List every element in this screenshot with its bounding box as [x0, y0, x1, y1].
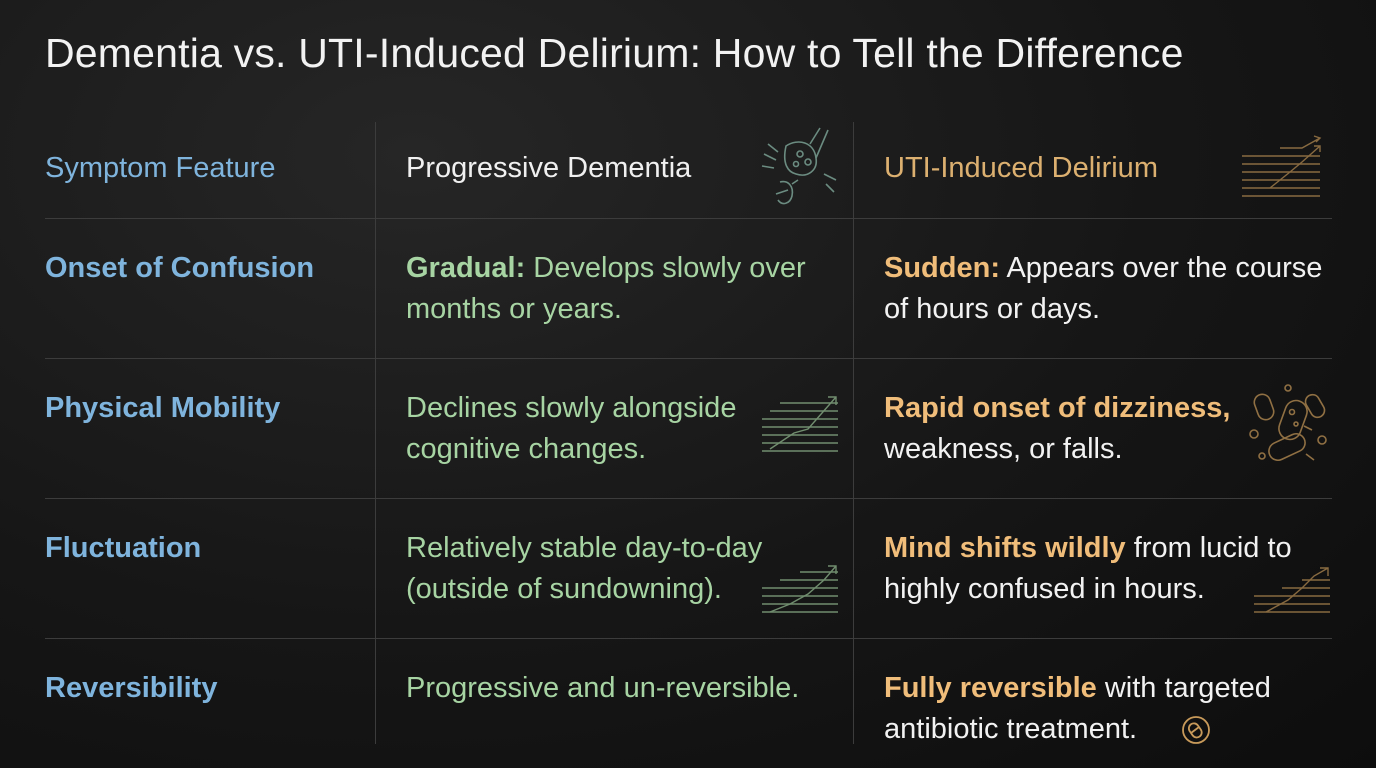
dementia-onset: Gradual: Develops slowly over months or … — [406, 252, 806, 325]
bacteria-icon — [1249, 384, 1327, 462]
row-divider — [45, 358, 1332, 359]
trend-lines-icon — [1242, 135, 1322, 197]
row-divider — [45, 498, 1332, 499]
delirium-fluctuation: Mind shifts wildly from lucid to highly … — [884, 532, 1292, 605]
pill-icon — [1182, 716, 1210, 744]
row-divider — [45, 218, 1332, 219]
header-progressive-dementia: Progressive Dementia — [406, 152, 692, 184]
rising-graph-icon — [762, 396, 838, 452]
feature-fluctuation: Fluctuation — [45, 532, 202, 564]
feature-reversibility: Reversibility — [45, 672, 218, 704]
header-symptom-feature: Symptom Feature — [45, 152, 276, 184]
comparison-table: Symptom Feature Progressive Dementia UTI… — [45, 122, 1332, 745]
row-divider — [45, 638, 1332, 639]
header-uti-delirium: UTI-Induced Delirium — [884, 152, 1158, 184]
neuron-icon — [761, 127, 837, 205]
dementia-reversibility: Progressive and un-reversible. — [406, 672, 800, 704]
rising-graph-icon — [1254, 567, 1330, 613]
feature-onset: Onset of Confusion — [45, 252, 315, 284]
dementia-fluctuation: Relatively stable day-to-day (outside of… — [406, 532, 763, 605]
delirium-onset: Sudden: Appears over the course of hours… — [884, 252, 1323, 325]
dementia-mobility: Declines slowly alongside cognitive chan… — [406, 392, 737, 465]
feature-mobility: Physical Mobility — [45, 392, 281, 424]
column-divider — [853, 122, 854, 744]
page-title: Dementia vs. UTI-Induced Delirium: How t… — [45, 30, 1184, 76]
delirium-mobility: Rapid onset of dizziness, weakness, or f… — [884, 392, 1231, 465]
column-divider — [375, 122, 376, 744]
delirium-reversibility: Fully reversible with targeted antibioti… — [884, 672, 1271, 745]
rising-graph-icon — [762, 565, 838, 613]
